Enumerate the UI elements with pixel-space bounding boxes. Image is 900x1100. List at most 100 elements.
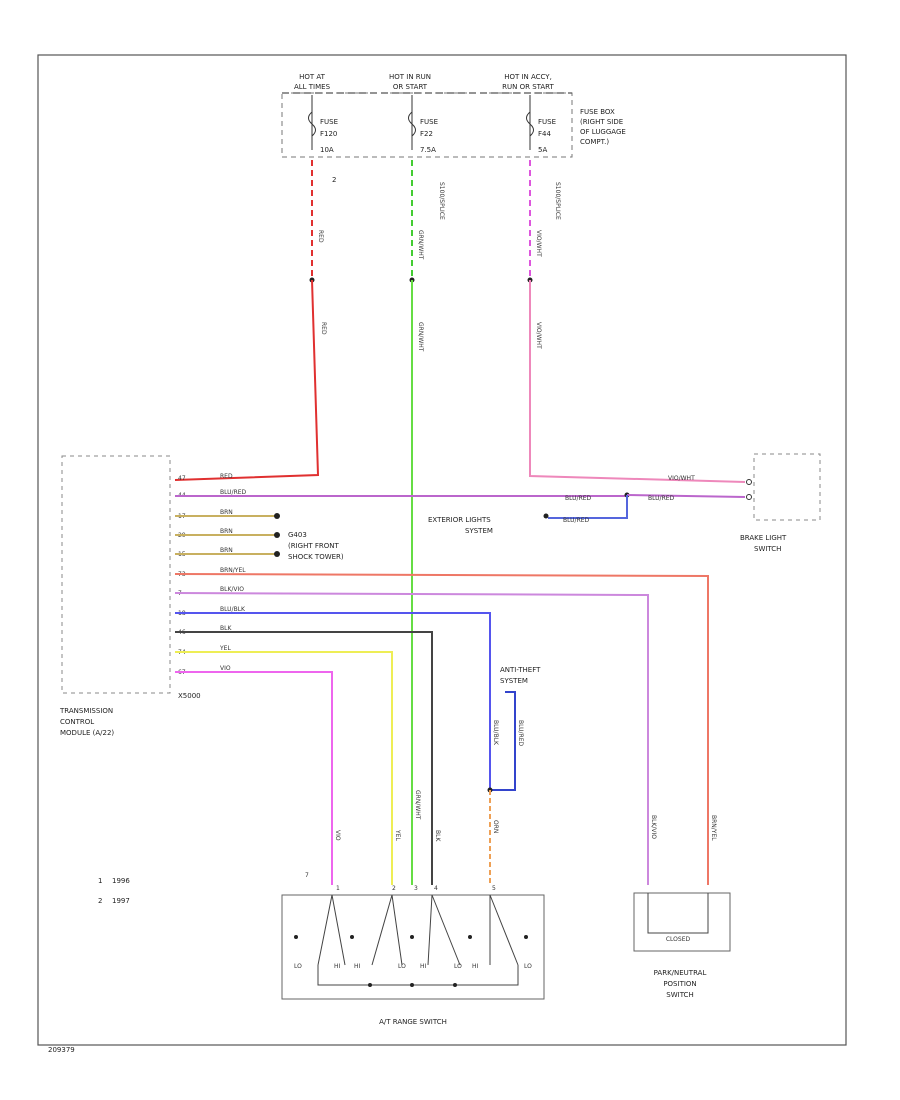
tcm-pin-44: 44 BLU/RED BLU/RED BLU/RED — [175, 489, 746, 502]
fuse-3: FUSE F44 5A — [526, 95, 556, 154]
svg-text:HI: HI — [420, 963, 427, 970]
svg-text:(RIGHT SIDE: (RIGHT SIDE — [580, 118, 623, 126]
svg-text:ALL TIMES: ALL TIMES — [294, 83, 331, 91]
svg-text:BLK/VIO: BLK/VIO — [220, 586, 244, 593]
svg-text:4: 4 — [434, 885, 438, 892]
outer-frame — [37, 54, 847, 1046]
svg-text:1997: 1997 — [112, 897, 130, 905]
svg-text:BLK/VIO: BLK/VIO — [650, 815, 657, 839]
svg-text:7.5A: 7.5A — [420, 146, 436, 154]
svg-text:LO: LO — [294, 963, 302, 970]
svg-text:SWITCH: SWITCH — [666, 991, 693, 999]
svg-text:HI: HI — [334, 963, 341, 970]
tcm-pin-29: 29 BRN — [175, 528, 280, 539]
svg-text:A/T RANGE SWITCH: A/T RANGE SWITCH — [379, 1018, 447, 1026]
svg-text:GRN/WHT: GRN/WHT — [417, 322, 424, 352]
svg-text:G403: G403 — [288, 531, 307, 539]
hot-label-2: HOT IN RUN OR START — [389, 73, 431, 91]
svg-text:LO: LO — [454, 963, 462, 970]
svg-text:EXTERIOR LIGHTS: EXTERIOR LIGHTS — [428, 516, 491, 524]
hot-label-3: HOT IN ACCY, RUN OR START — [502, 73, 554, 91]
svg-text:HI: HI — [354, 963, 361, 970]
svg-text:RED: RED — [317, 230, 324, 243]
svg-text:GRN/WHT: GRN/WHT — [414, 790, 421, 820]
svg-text:RED: RED — [220, 473, 233, 480]
svg-text:VIO: VIO — [334, 830, 341, 841]
svg-text:CONTROL: CONTROL — [60, 718, 94, 726]
hot-label-1: HOT AT ALL TIMES — [294, 73, 331, 91]
svg-text:SWITCH: SWITCH — [754, 545, 781, 553]
svg-text:CLOSED: CLOSED — [666, 936, 691, 943]
wire-green: GRN/WHT GRN/WHT S100/SPLICE — [409, 160, 445, 885]
svg-text:VIO/WHT: VIO/WHT — [535, 322, 542, 349]
svg-text:BRN: BRN — [220, 547, 233, 554]
anti-theft: ANTI-THEFT SYSTEM BLU/BLK BLU/RED ORN — [487, 666, 541, 885]
svg-text:BLK: BLK — [220, 625, 232, 632]
exterior-lights-branch: BLU/RED EXTERIOR LIGHTS SYSTEM — [428, 495, 628, 535]
svg-text:LO: LO — [398, 963, 406, 970]
brake-light-switch: BRAKE LIGHT SWITCH — [740, 453, 821, 553]
svg-text:BRN/YEL: BRN/YEL — [710, 815, 717, 841]
svg-text:BLU/BLK: BLU/BLK — [220, 606, 246, 613]
svg-text:TRANSMISSION: TRANSMISSION — [59, 707, 113, 715]
svg-text:YEL: YEL — [394, 829, 401, 841]
svg-text:BLU/RED: BLU/RED — [563, 517, 590, 524]
svg-text:F120: F120 — [320, 130, 337, 138]
tcm-pin-47: 47 RED — [178, 473, 233, 482]
svg-text:YEL: YEL — [219, 645, 231, 652]
wire-vio-wht: VIO/WHT VIO/WHT S100/SPLICE VIO/WHT — [527, 160, 746, 483]
tcm-pin-73: 73 BRN/YEL — [174, 567, 709, 885]
svg-text:PARK/NEUTRAL: PARK/NEUTRAL — [654, 969, 707, 977]
svg-text:1: 1 — [98, 877, 102, 885]
svg-text:F44: F44 — [538, 130, 551, 138]
ground-label: G403 (RIGHT FRONT SHOCK TOWER) — [288, 531, 344, 561]
svg-text:LO: LO — [524, 963, 532, 970]
svg-text:HOT IN RUN: HOT IN RUN — [389, 73, 431, 81]
fuse-1: FUSE F120 10A — [308, 95, 338, 154]
tcm-pin-46: 46 BLK — [175, 625, 433, 885]
tcm-pin-18: 18 BLU/BLK — [175, 606, 491, 790]
svg-text:SYSTEM: SYSTEM — [500, 677, 528, 685]
svg-text:OR START: OR START — [393, 83, 428, 91]
range-switch-wire-labels: VIO YEL BLK GRN/WHT — [334, 790, 441, 842]
svg-text:BRN: BRN — [220, 528, 233, 535]
svg-text:OF LUGGAGE: OF LUGGAGE — [580, 128, 626, 136]
tcm-pin-67: 67 VIO — [175, 665, 333, 885]
diagram-id: 209379 — [48, 1046, 75, 1054]
svg-text:FUSE: FUSE — [538, 118, 556, 126]
svg-text:FUSE: FUSE — [420, 118, 438, 126]
svg-text:5A: 5A — [538, 146, 547, 154]
tcm-pin-17: 17 BRN — [175, 509, 280, 520]
svg-text:BLU/RED: BLU/RED — [565, 495, 592, 502]
range-switch: 7 1 2 3 4 5 LO HI HI LO HI LO HI LO A/T … — [281, 872, 545, 1026]
svg-text:BRN/YEL: BRN/YEL — [220, 567, 246, 574]
svg-text:BLU/RED: BLU/RED — [517, 720, 524, 747]
svg-text:BLK: BLK — [434, 830, 441, 842]
svg-text:COMPT.): COMPT.) — [580, 138, 609, 146]
svg-text:1996: 1996 — [112, 877, 130, 885]
svg-text:HI: HI — [472, 963, 479, 970]
tcm-pin-15: 15 BRN — [175, 547, 280, 558]
svg-text:BLU/RED: BLU/RED — [220, 489, 247, 496]
wire-red: RED RED — [174, 160, 327, 481]
svg-text:47: 47 — [178, 475, 186, 482]
svg-text:ORN: ORN — [492, 820, 499, 833]
svg-text:5: 5 — [492, 885, 496, 892]
svg-text:FUSE: FUSE — [320, 118, 338, 126]
svg-text:POSITION: POSITION — [663, 980, 696, 988]
svg-text:BRN: BRN — [220, 509, 233, 516]
svg-text:S100/SPLICE: S100/SPLICE — [438, 182, 445, 220]
fuse-2: FUSE F22 7.5A — [408, 95, 438, 154]
svg-text:2: 2 — [392, 885, 396, 892]
svg-text:(RIGHT FRONT: (RIGHT FRONT — [288, 542, 339, 550]
tcm-pin-7: 7 BLK/VIO — [174, 586, 649, 885]
svg-text:10A: 10A — [320, 146, 334, 154]
svg-text:HOT IN ACCY,: HOT IN ACCY, — [504, 73, 552, 81]
notes: 1 1996 2 1997 — [98, 877, 130, 905]
tcm-label: TRANSMISSION CONTROL MODULE (A/22) — [59, 707, 114, 737]
svg-text:VIO/WHT: VIO/WHT — [668, 475, 695, 482]
svg-text:7: 7 — [305, 872, 309, 879]
svg-text:2: 2 — [98, 897, 102, 905]
svg-text:S100/SPLICE: S100/SPLICE — [554, 182, 561, 220]
